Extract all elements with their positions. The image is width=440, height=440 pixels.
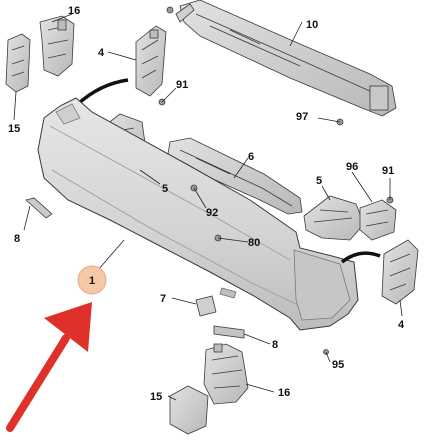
side-bracket-16-top <box>39 15 75 77</box>
bracket-4-right <box>381 239 419 305</box>
callout-6: 6 <box>248 151 254 163</box>
callout-8-bottom: 8 <box>272 339 278 351</box>
bracket-96-assembly <box>359 199 397 241</box>
clip-arc-right <box>340 251 381 264</box>
callout-96: 96 <box>346 161 358 173</box>
callout-80: 80 <box>248 237 260 249</box>
callout-4-right: 4 <box>398 319 405 331</box>
clip-arc-left <box>76 78 129 106</box>
reflector-8-left <box>25 197 53 219</box>
mount-5-right <box>303 195 365 241</box>
callout-4-left: 4 <box>98 47 105 59</box>
callout-1: 1 <box>89 275 95 287</box>
red-arrow-icon <box>6 302 92 432</box>
rear-bumper-part <box>37 97 359 331</box>
leader-lines <box>13 13 403 401</box>
callout-5-left: 5 <box>162 183 168 195</box>
callout-5-right: 5 <box>316 175 322 187</box>
callout-91-right: 91 <box>382 165 394 177</box>
callout-16-bottom: 16 <box>278 387 290 399</box>
reflector-8-bottom <box>213 325 245 339</box>
side-bracket-16-bottom <box>203 343 249 405</box>
callout-97: 97 <box>296 111 308 123</box>
callout-16-top: 16 <box>68 5 80 17</box>
side-bracket-15-bottom <box>169 385 209 435</box>
callout-10: 10 <box>306 19 318 31</box>
cover-7 <box>195 295 217 317</box>
callout-95: 95 <box>332 359 344 371</box>
callout-7: 7 <box>160 293 166 305</box>
callout-8-left: 8 <box>14 233 20 245</box>
reinforcement-beam-part <box>175 0 397 117</box>
callout-15-bottom: 15 <box>150 391 162 403</box>
bracket-4-left <box>135 25 167 97</box>
side-bracket-15-left <box>5 33 31 93</box>
highlight-circle <box>77 265 107 295</box>
callout-91-top: 91 <box>176 79 188 91</box>
callout-92: 92 <box>206 207 218 219</box>
callout-15-left: 15 <box>8 123 20 135</box>
